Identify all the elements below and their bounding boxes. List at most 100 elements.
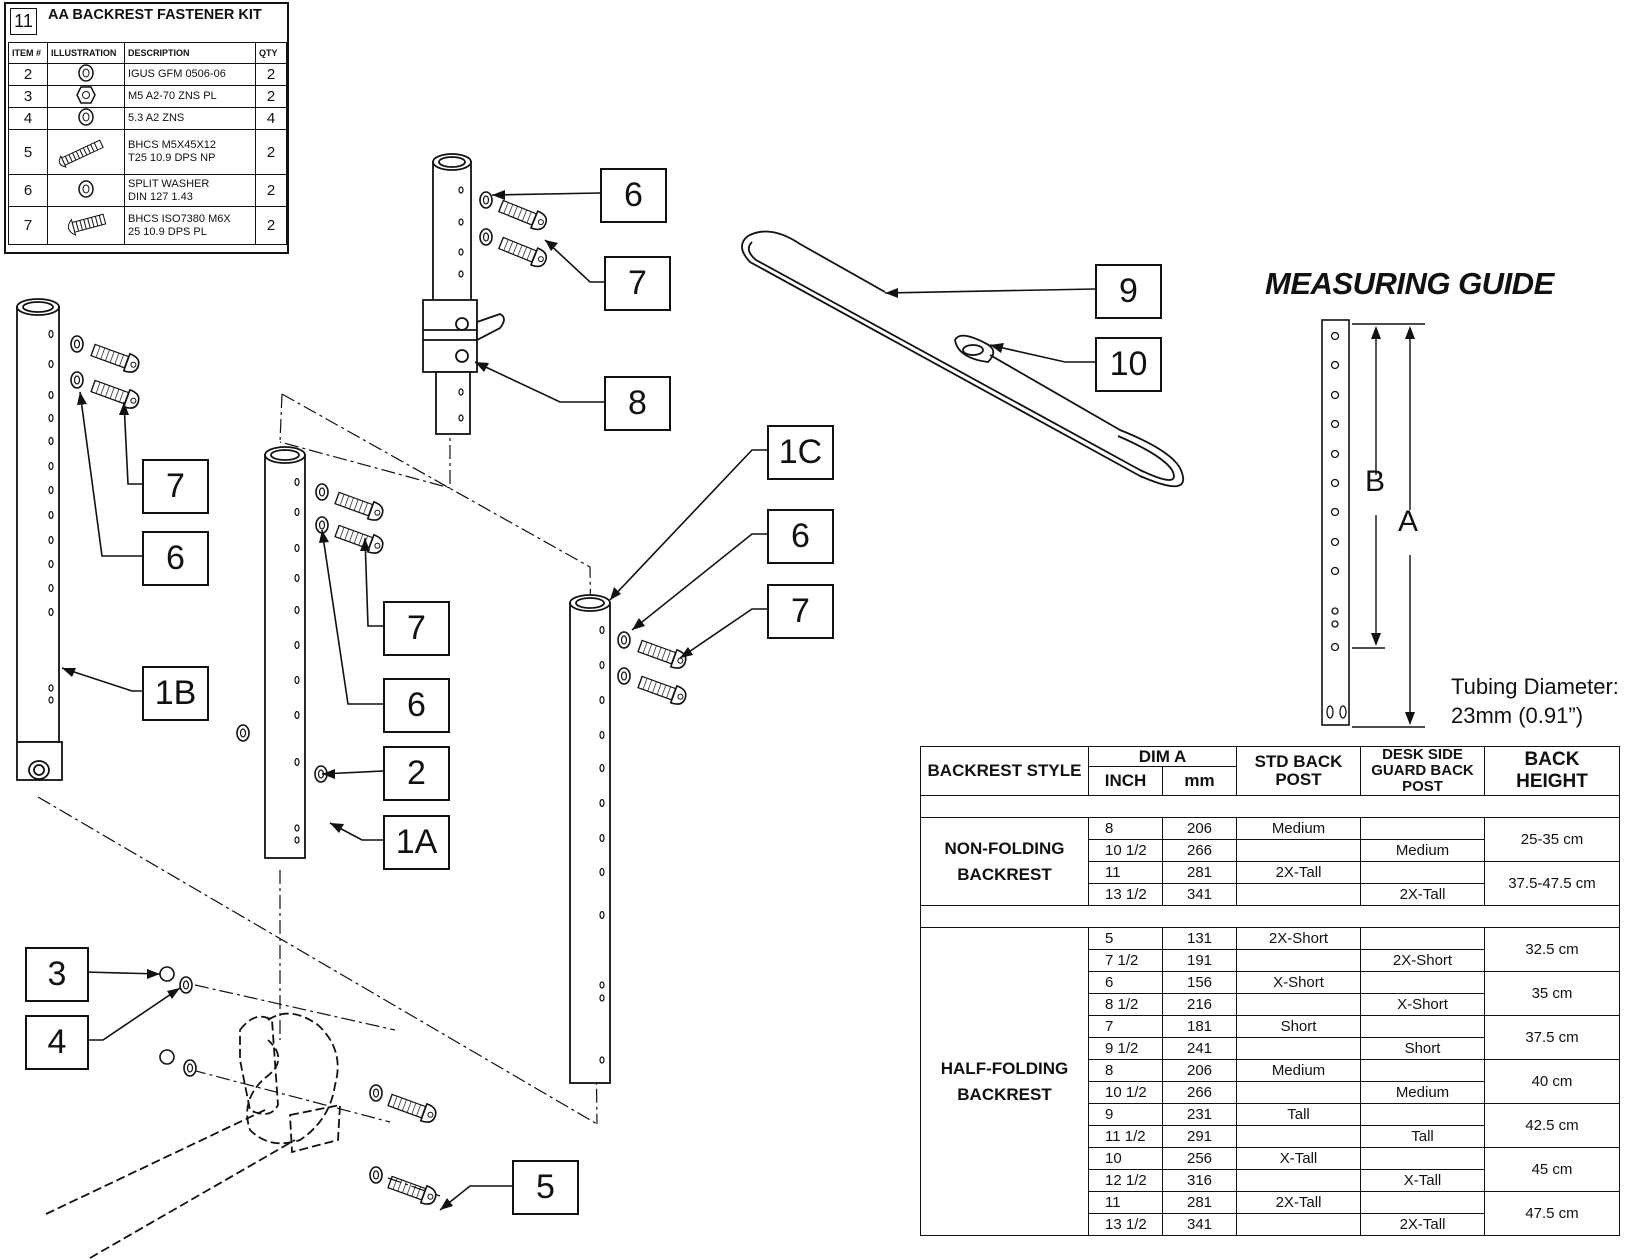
desk-side-post-cell: 2X-Short — [1360, 949, 1485, 972]
dim-mm-cell: 281 — [1162, 861, 1237, 884]
kit-header-qty: QTY — [255, 42, 287, 64]
kit-item-number: 3 — [8, 85, 48, 108]
dim-mm-cell: 281 — [1162, 1191, 1237, 1214]
fasteners-1a — [236, 483, 386, 783]
post-8 — [422, 153, 505, 435]
kit-item-description: SPLIT WASHER DIN 127 1.43 — [124, 174, 256, 207]
guide-dimensions — [1352, 323, 1425, 728]
std-back-post-cell — [1236, 949, 1361, 972]
dim-mm-cell: 341 — [1162, 883, 1237, 906]
tube-1b-holes — [48, 329, 54, 704]
desk-side-post-cell: Medium — [1360, 839, 1485, 862]
dim-inch-cell: 10 1/2 — [1088, 1081, 1163, 1104]
fasteners-8 — [479, 191, 550, 271]
desk-side-post-cell: Tall — [1360, 1125, 1485, 1148]
callout-3: 3 — [25, 947, 89, 1002]
kit-item-number: 7 — [8, 206, 48, 245]
guide-arrowheads — [1371, 326, 1415, 725]
dim-inch-cell: 8 1/2 — [1088, 993, 1163, 1016]
dim-mm-cell: 291 — [1162, 1125, 1237, 1148]
desk-side-post-cell: 2X-Tall — [1360, 883, 1485, 906]
desk-side-post-cell — [1360, 1015, 1485, 1038]
fastener-kit-table: 11 AA BACKREST FASTENER KIT ITEM # ILLUS… — [4, 2, 289, 254]
kit-number: 11 — [10, 8, 37, 35]
kit-item-qty: 4 — [255, 107, 287, 130]
kit-title: AA BACKREST FASTENER KIT — [48, 7, 262, 23]
tube-1c — [569, 594, 611, 1084]
dim-inch-cell: 13 1/2 — [1088, 1213, 1163, 1236]
dim-inch-cell: 6 — [1088, 971, 1163, 994]
std-back-post-cell — [1236, 1169, 1361, 1192]
dim-mm-cell: 191 — [1162, 949, 1237, 972]
tubing-diameter-label: Tubing Diameter: — [1451, 674, 1619, 699]
kit-item-qty: 2 — [255, 174, 287, 207]
std-back-post-cell: Tall — [1236, 1103, 1361, 1126]
table-spacer-row — [920, 905, 1620, 928]
back-height-cell: 47.5 cm — [1484, 1191, 1620, 1236]
header-desk-side-post: DESK SIDE GUARD BACK POST — [1360, 746, 1485, 796]
table-spacer-cell — [920, 905, 1620, 928]
desk-side-post-cell: Short — [1360, 1037, 1485, 1060]
callout-6-top: 6 — [600, 168, 667, 223]
short-bolt-icon — [47, 206, 125, 245]
dim-inch-cell: 10 — [1088, 1147, 1163, 1170]
std-back-post-cell: X-Tall — [1236, 1147, 1361, 1170]
back-height-cell: 25-35 cm — [1484, 817, 1620, 862]
bushing-icon — [47, 63, 125, 86]
desk-side-post-cell — [1360, 1103, 1485, 1126]
std-back-post-cell — [1236, 1081, 1361, 1104]
dim-mm-cell: 266 — [1162, 1081, 1237, 1104]
dim-mm-cell: 241 — [1162, 1037, 1237, 1060]
assembly-lines — [37, 393, 598, 1197]
dim-inch-cell: 5 — [1088, 927, 1163, 950]
backrest-size-table: BACKREST STYLE DIM A STD BACK POST DESK … — [920, 746, 1620, 1236]
table-spacer-cell — [920, 795, 1620, 818]
kit-item-description: M5 A2-70 ZNS PL — [124, 85, 256, 108]
leader-arrowheads — [62, 190, 1004, 1210]
kit-item-qty: 2 — [255, 85, 287, 108]
desk-side-post-cell — [1360, 1191, 1485, 1214]
kit-item-number: 4 — [8, 107, 48, 130]
guide-holes — [1326, 331, 1347, 719]
std-back-post-cell: Medium — [1236, 817, 1361, 840]
dim-mm-cell: 216 — [1162, 993, 1237, 1016]
std-back-post-cell — [1236, 993, 1361, 1016]
callout-5: 5 — [512, 1160, 579, 1215]
tube-1c-holes — [599, 625, 605, 1064]
callout-7-top: 7 — [604, 256, 671, 311]
callout-9: 9 — [1095, 264, 1162, 319]
callout-1c: 1C — [767, 425, 834, 480]
dim-inch-cell: 8 — [1088, 1059, 1163, 1082]
measuring-guide-title: MEASURING GUIDE — [1265, 266, 1554, 301]
header-back-height: BACK HEIGHT — [1484, 746, 1620, 796]
std-back-post-cell: Medium — [1236, 1059, 1361, 1082]
frame-fasteners — [159, 966, 439, 1208]
kit-item-description: BHCS ISO7380 M6X 25 10.9 DPS PL — [124, 206, 256, 245]
dim-mm-cell: 131 — [1162, 927, 1237, 950]
dim-inch-cell: 8 — [1088, 817, 1163, 840]
frame-section — [45, 1012, 341, 1259]
callout-1a: 1A — [383, 815, 450, 870]
kit-item-number: 6 — [8, 174, 48, 207]
dim-inch-cell: 9 — [1088, 1103, 1163, 1126]
dimension-b-label: B — [1365, 465, 1386, 498]
header-backrest-style: BACKREST STYLE — [920, 746, 1089, 796]
std-back-post-cell: X-Short — [1236, 971, 1361, 994]
fasteners-1c — [617, 631, 689, 708]
std-back-post-cell — [1236, 1037, 1361, 1060]
guide-tube — [1321, 319, 1350, 726]
kit-item-qty: 2 — [255, 63, 287, 86]
kit-item-qty: 2 — [255, 206, 287, 245]
callout-7-mid: 7 — [383, 601, 450, 656]
kit-header-item: ITEM # — [8, 42, 48, 64]
